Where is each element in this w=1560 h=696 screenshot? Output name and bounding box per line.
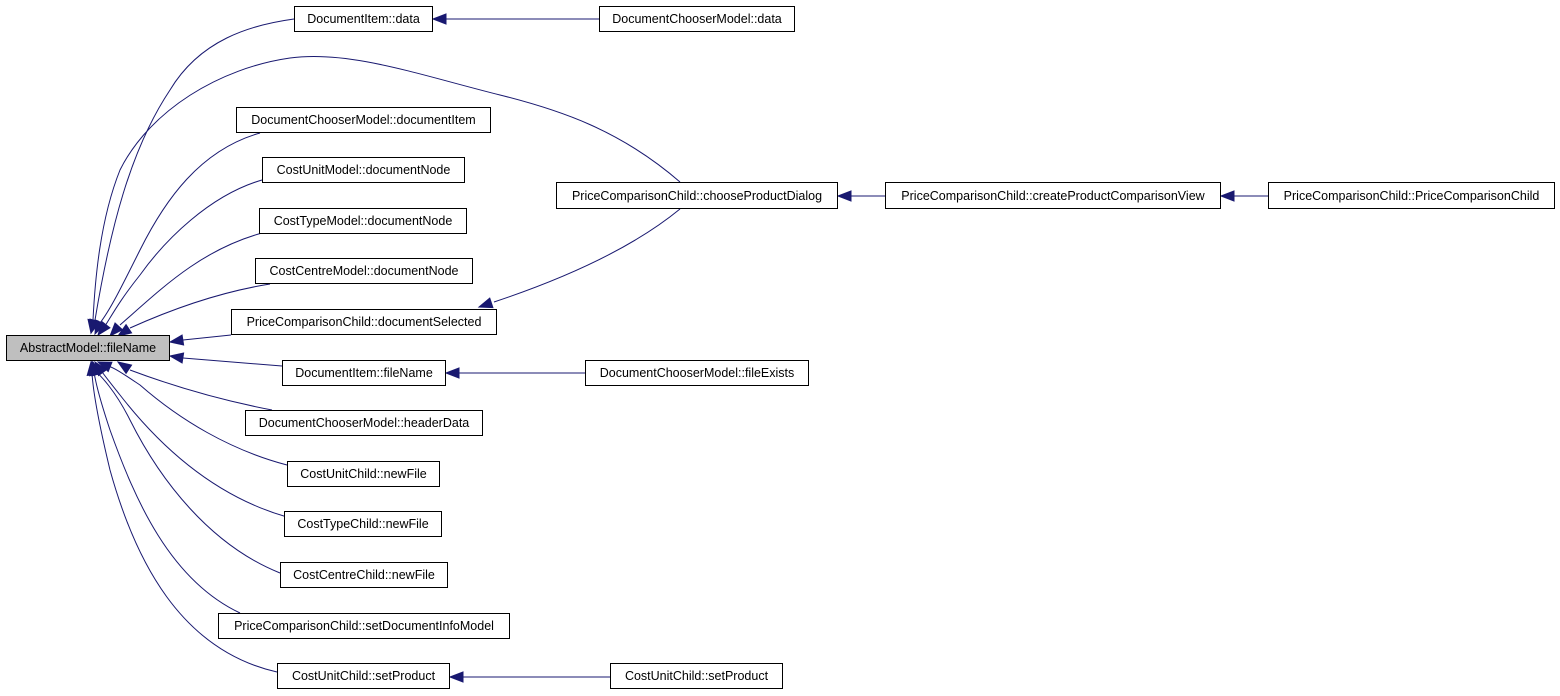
edge-document-chooser-model-header-data-arrowhead bbox=[116, 361, 133, 375]
edge-cost-unit-model-document-node bbox=[104, 179, 263, 327]
edge-create-view-to-choose-product-dialog-arrowhead bbox=[836, 190, 852, 202]
edge-cost-type-model-document-node-arrowhead bbox=[109, 322, 124, 338]
edge-cost-type-model-document-node bbox=[119, 232, 263, 326]
edge-choose-product-dialog-to-document-selected bbox=[493, 208, 681, 303]
edge-constructor-to-create-view-arrowhead bbox=[1219, 190, 1235, 202]
node-price-comparison-child-constructor[interactable]: PriceComparisonChild::PriceComparisonChi… bbox=[1268, 182, 1555, 209]
node-document-chooser-model-header-data[interactable]: DocumentChooserModel::headerData bbox=[245, 410, 483, 436]
edge-cost-unit-child-new-file bbox=[107, 365, 288, 466]
edge-cost-centre-model-document-node-arrowhead bbox=[116, 323, 133, 337]
node-cost-type-child-new-file[interactable]: CostTypeChild::newFile bbox=[284, 511, 442, 537]
edge-price-comparison-child-document-selected bbox=[182, 334, 232, 341]
edge-document-item-data bbox=[94, 18, 295, 321]
node-price-comparison-child-set-document-info-model[interactable]: PriceComparisonChild::setDocumentInfoMod… bbox=[218, 613, 510, 639]
node-cost-centre-model-document-node[interactable]: CostCentreModel::documentNode bbox=[255, 258, 473, 284]
node-price-comparison-child-choose-product-dialog[interactable]: PriceComparisonChild::chooseProductDialo… bbox=[556, 182, 838, 209]
edge-cost-unit-child-new-file-arrowhead bbox=[96, 361, 113, 373]
node-cost-type-model-document-node[interactable]: CostTypeModel::documentNode bbox=[259, 208, 467, 234]
edge-cost-unit-child-set-product-arrowhead bbox=[86, 360, 98, 376]
node-cost-centre-child-new-file[interactable]: CostCentreChild::newFile bbox=[280, 562, 448, 588]
node-cost-unit-child-set-product-caller[interactable]: CostUnitChild::setProduct bbox=[610, 663, 783, 689]
edge-cost-unit-model-document-node-arrowhead bbox=[97, 320, 111, 337]
edge-set-product-caller-to-set-product-arrowhead bbox=[448, 671, 464, 683]
edge-document-item-file-name bbox=[182, 357, 283, 367]
node-document-item-data[interactable]: DocumentItem::data bbox=[294, 6, 433, 32]
edge-document-chooser-data-to-document-item-data-arrowhead bbox=[431, 13, 447, 25]
edge-price-comparison-child-set-document-info-model bbox=[93, 371, 241, 614]
edge-document-chooser-model-document-item bbox=[99, 132, 261, 324]
node-document-chooser-model-data[interactable]: DocumentChooserModel::data bbox=[599, 6, 795, 32]
edge-price-comparison-child-document-selected-arrowhead bbox=[168, 334, 185, 346]
edge-document-chooser-model-header-data bbox=[129, 369, 273, 411]
edge-document-item-file-name-arrowhead bbox=[168, 352, 185, 364]
node-document-chooser-model-document-item[interactable]: DocumentChooserModel::documentItem bbox=[236, 107, 491, 133]
node-document-item-file-name[interactable]: DocumentItem::fileName bbox=[282, 360, 446, 386]
edge-cost-unit-child-set-product bbox=[91, 372, 278, 673]
edge-file-exists-to-document-item-file-name-arrowhead bbox=[444, 367, 460, 379]
node-price-comparison-child-create-product-comparison-view[interactable]: PriceComparisonChild::createProductCompa… bbox=[885, 182, 1221, 209]
node-abstract-model-file-name: AbstractModel::fileName bbox=[6, 335, 170, 361]
edge-cost-centre-child-new-file bbox=[95, 371, 281, 574]
node-cost-unit-child-set-product[interactable]: CostUnitChild::setProduct bbox=[277, 663, 450, 689]
node-cost-unit-model-document-node[interactable]: CostUnitModel::documentNode bbox=[262, 157, 465, 183]
node-cost-unit-child-new-file[interactable]: CostUnitChild::newFile bbox=[287, 461, 440, 487]
edge-choose-product-dialog-root bbox=[92, 55, 681, 321]
node-price-comparison-child-document-selected[interactable]: PriceComparisonChild::documentSelected bbox=[231, 309, 497, 335]
node-document-chooser-model-file-exists[interactable]: DocumentChooserModel::fileExists bbox=[585, 360, 809, 386]
edge-cost-centre-model-document-node bbox=[129, 283, 271, 329]
edge-cost-type-child-new-file bbox=[99, 368, 288, 518]
edge-choose-product-dialog-to-document-selected-arrowhead bbox=[477, 297, 494, 309]
